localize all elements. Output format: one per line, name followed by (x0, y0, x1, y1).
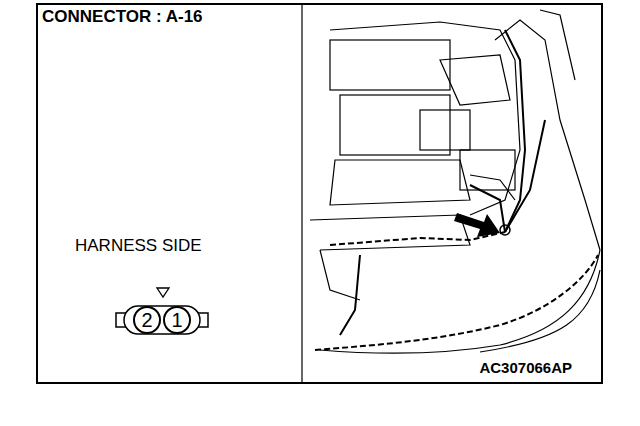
connector-symbol (116, 288, 208, 334)
figure-code: AC307066AP (479, 360, 572, 377)
frame-border (37, 4, 602, 383)
pin-circle: 1 (163, 306, 191, 334)
pin-number: 1 (171, 310, 182, 330)
engine-bay (302, 4, 600, 383)
pin-number: 2 (141, 310, 152, 330)
wiring-harness (315, 30, 598, 350)
connector-title: CONNECTOR : A-16 (42, 8, 203, 27)
view-label: HARNESS SIDE (75, 237, 202, 256)
location-arrow (454, 213, 500, 237)
pin-circle: 2 (133, 306, 161, 334)
